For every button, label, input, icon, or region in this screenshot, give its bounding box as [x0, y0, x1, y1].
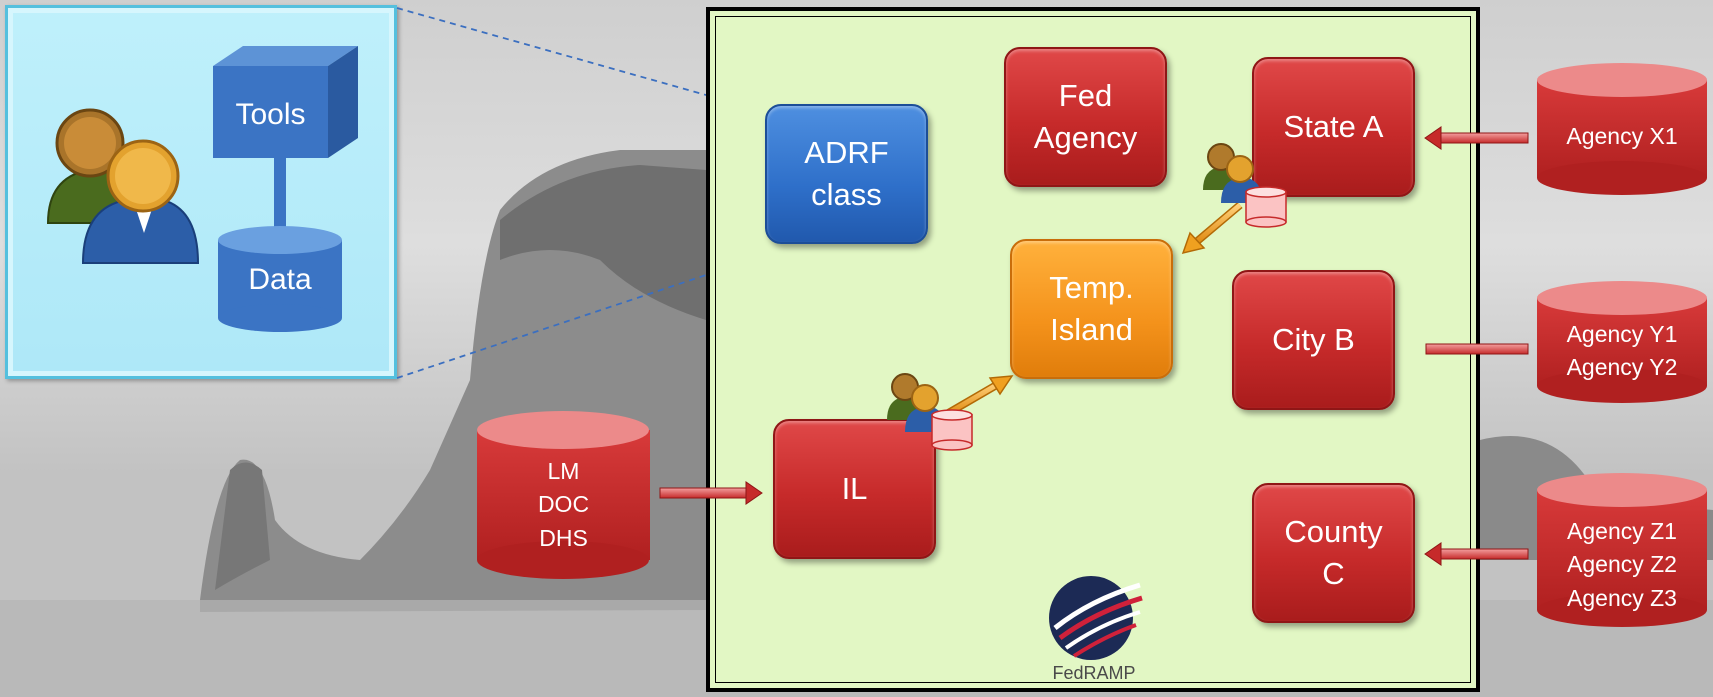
- state-a-to-temp-island-arrow: [1181, 201, 1243, 255]
- county-c-node[interactable]: County C: [1252, 483, 1415, 623]
- il-users-data-icon: [887, 373, 973, 451]
- fed-agency-node[interactable]: Fed Agency: [1004, 47, 1167, 187]
- agency-x-to-state-a-arrow: [1424, 126, 1529, 150]
- users-icon: [46, 108, 200, 264]
- lm-to-il-arrow: [659, 481, 763, 505]
- agency-x-cylinder: [1537, 63, 1707, 195]
- lm-doc-dhs-label: LM DOC DHS: [537, 458, 590, 551]
- legend-graphics: [46, 46, 358, 332]
- agency-z-to-county-c-arrow: [1424, 542, 1529, 566]
- agency-y-label: Agency Y1 Agency Y2: [1566, 321, 1678, 381]
- city-b-node[interactable]: City B: [1232, 270, 1395, 410]
- data-label: Data: [248, 263, 312, 296]
- tools-data-connector: [274, 158, 286, 243]
- state-a-users-data-icon: [1203, 143, 1287, 228]
- legend-panel: Tools Data: [5, 5, 397, 379]
- il-node[interactable]: IL: [773, 419, 936, 559]
- temp-island-node[interactable]: Temp. Island: [1010, 239, 1173, 379]
- agency-x-label: Agency X1: [1566, 123, 1678, 149]
- tools-label: Tools: [235, 98, 306, 131]
- data-cylinder-icon: [218, 226, 342, 332]
- state-a-node[interactable]: State A: [1252, 57, 1415, 197]
- tools-cube-icon: [213, 46, 358, 158]
- agency-y-to-city-b-connector: [1425, 343, 1529, 355]
- adrf-class-node[interactable]: ADRF class: [765, 104, 928, 244]
- fedramp-logo-text: FedRAMP: [1052, 663, 1136, 683]
- agency-z-cylinder: [1537, 473, 1707, 627]
- agency-z-label: Agency Z1 Agency Z2 Agency Z3: [1567, 518, 1677, 611]
- agency-y-cylinder: [1537, 281, 1707, 403]
- lm-doc-dhs-cylinder: [477, 411, 650, 579]
